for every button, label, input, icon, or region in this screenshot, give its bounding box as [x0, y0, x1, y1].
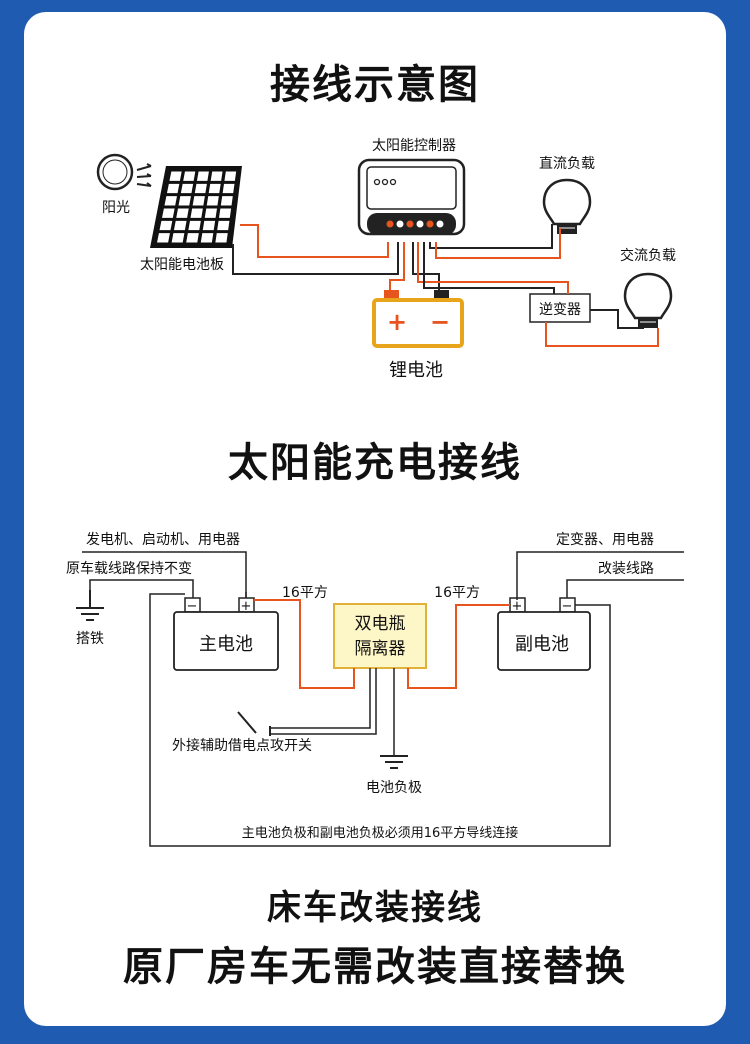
solar-cell — [180, 183, 194, 194]
inverter-box — [529, 293, 591, 323]
solar-cell — [200, 233, 214, 243]
battery-negative-label: 电池负极 — [366, 780, 422, 796]
battery-isolator — [333, 603, 427, 669]
solar-cell — [210, 171, 223, 181]
aux-battery-plus: + — [512, 599, 523, 614]
solar-cell — [192, 196, 205, 206]
main-battery-minus: − — [187, 599, 198, 614]
solar-cell — [224, 171, 237, 181]
solar-cell — [220, 196, 233, 206]
dc-bulb-icon — [542, 178, 592, 234]
solar-cell — [178, 196, 191, 206]
controller-terminal — [405, 219, 415, 229]
lithium-battery — [372, 290, 464, 348]
solar-cell — [217, 220, 230, 231]
solar-cell — [202, 220, 216, 231]
charging-wires — [254, 599, 510, 689]
solar-cell — [218, 208, 232, 218]
controller-terminal — [425, 219, 435, 229]
wiring-diagram-heading: 接线示意图 — [270, 62, 480, 108]
jump-switch — [237, 711, 271, 736]
solar-cell — [206, 196, 219, 206]
isolator-label-line1: 双电瓶 — [355, 614, 406, 634]
solar-cell — [159, 220, 173, 231]
aux-loads-label: 定变器、用电器 — [556, 532, 654, 548]
main-battery-label: 主电池 — [199, 634, 253, 655]
negative-connection-note: 主电池负极和副电池负极必须用16平方导线连接 — [242, 825, 519, 841]
main-battery — [173, 597, 279, 671]
solar-charging-heading: 太阳能充电接线 — [228, 440, 522, 486]
aux-battery — [497, 597, 591, 671]
solar-cell — [215, 233, 228, 243]
inverter-label: 逆变器 — [539, 302, 581, 318]
solar-cell — [176, 208, 189, 218]
solar-panel-label: 太阳能电池板 — [140, 257, 224, 273]
dc-load-label: 直流负载 — [539, 155, 595, 172]
solar-cell — [164, 196, 177, 206]
aux-battery-wires — [149, 551, 684, 847]
solar-cell — [169, 171, 182, 181]
solar-cell — [188, 220, 201, 231]
solar-cell — [157, 233, 170, 243]
solar-cell — [208, 183, 221, 194]
ac-bulb-icon — [623, 272, 673, 328]
tagline-heading: 原厂房车无需改装直接替换 — [123, 944, 627, 990]
wire-gauge-right-label: 16平方 — [434, 585, 480, 601]
sun-icon — [96, 153, 152, 191]
ground-label: 搭铁 — [76, 631, 104, 647]
modified-wiring-label: 改装线路 — [598, 561, 654, 577]
jump-switch-label: 外接辅助借电点攻开关 — [172, 737, 312, 754]
controller-terminal — [435, 219, 445, 229]
solar-cell — [222, 183, 235, 194]
solar-controller — [357, 158, 466, 236]
lithium-battery-label: 锂电池 — [389, 360, 443, 381]
battery-minus-sign: − — [430, 308, 450, 336]
wire-gauge-left-label: 16平方 — [282, 585, 328, 601]
solar-cell — [162, 208, 175, 218]
controller-terminal — [415, 219, 425, 229]
solar-cell — [166, 183, 180, 194]
ac-load-label: 交流负载 — [620, 247, 676, 264]
ground-symbol-center — [380, 755, 408, 769]
solar-cell — [194, 183, 207, 194]
ground-symbol-left — [76, 590, 104, 621]
keep-original-wiring-label: 原车载线路保持不变 — [66, 560, 192, 577]
main-battery-plus: + — [241, 599, 252, 614]
isolator-control-wires — [270, 668, 395, 756]
content-card: 接线示意图 太阳能充电接线 床车改装接线 原厂房车无需改装直接替换 阳光 太阳能… — [24, 12, 726, 1026]
controller-terminal — [395, 219, 405, 229]
solar-panel-icon — [150, 166, 242, 248]
solar-cell — [190, 208, 203, 218]
solar-cell — [183, 171, 196, 181]
aux-battery-label: 副电池 — [515, 634, 569, 655]
alternator-loads-label: 发电机、启动机、用电器 — [86, 532, 240, 548]
solar-cell — [204, 208, 217, 218]
wiring-diagrams: 阳光 太阳能电池板 太阳能控制器 直流负载 交流负载 — [66, 138, 684, 847]
controller-terminal — [385, 219, 395, 229]
solar-cell — [186, 233, 199, 243]
solar-cell — [196, 171, 209, 181]
solar-cell — [171, 233, 185, 243]
sunlight-label: 阳光 — [102, 200, 130, 216]
isolator-label-line2: 隔离器 — [355, 639, 406, 659]
aux-battery-minus: − — [562, 599, 573, 614]
solar-wires — [232, 224, 659, 347]
solar-cell — [173, 220, 187, 231]
rv-modification-heading: 床车改装接线 — [267, 888, 483, 928]
battery-plus-sign: + — [387, 308, 407, 336]
controller-label: 太阳能控制器 — [372, 138, 456, 154]
